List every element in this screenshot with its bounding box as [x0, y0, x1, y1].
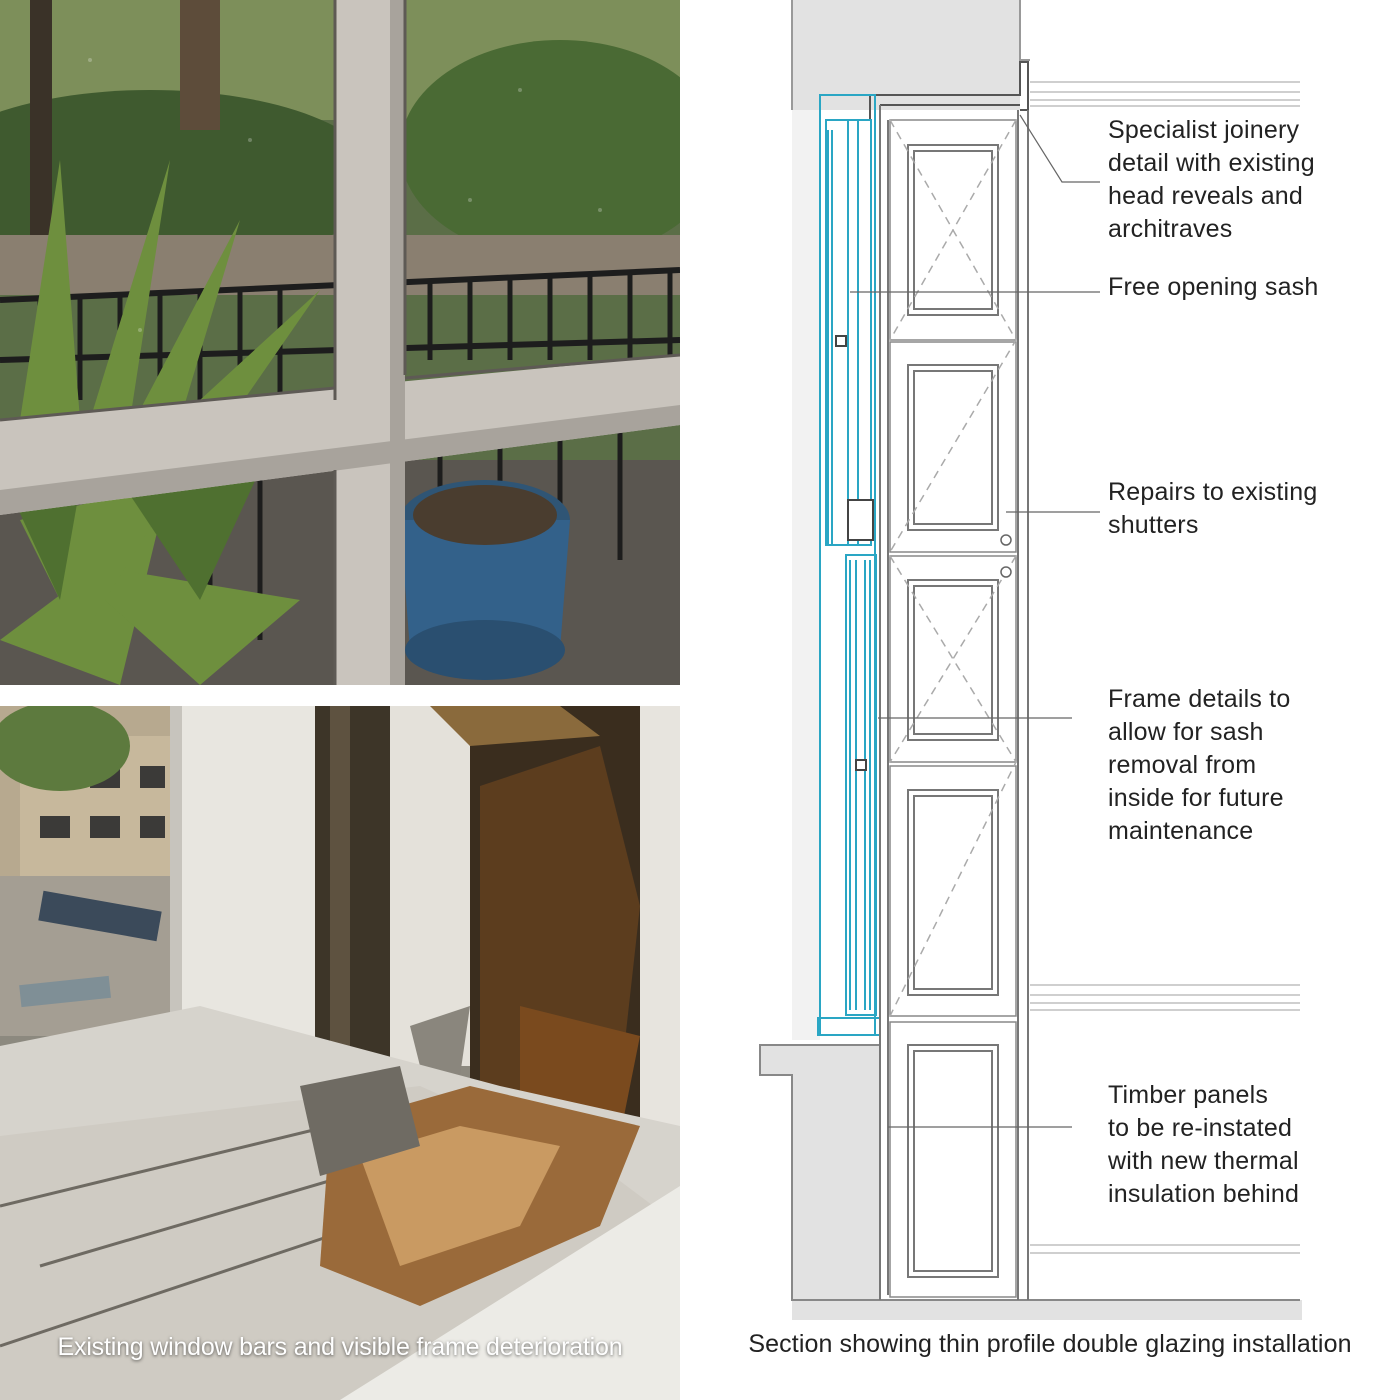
note-specialist-joinery: Specialist joinery detail with existing … [1108, 116, 1315, 243]
meeting-rail [847, 499, 874, 541]
note-frame-details: Frame details to allow for sash removal … [1108, 685, 1291, 845]
note-repairs-shutters: Repairs to existing shutters [1108, 478, 1318, 539]
frame-deterioration-photo: Existing window bars and visible frame d… [0, 706, 680, 1400]
leader-lines [850, 114, 1100, 1128]
sash-glazing [817, 94, 881, 1036]
window-bars-image [0, 0, 680, 685]
window-bars-photo [0, 0, 680, 685]
frame-deterioration-image [0, 706, 680, 1400]
section-caption: Section showing thin profile double glaz… [748, 1330, 1352, 1358]
section-drawing [759, 0, 1302, 1320]
sill-wall [759, 1044, 881, 1301]
architrave-lines [1030, 81, 1300, 1254]
note-free-opening-sash: Free opening sash [1108, 273, 1319, 301]
head-wall [792, 0, 1020, 110]
note-timber-panels: Timber panels to be re-instated with new… [1108, 1081, 1300, 1208]
shutters [889, 119, 1017, 1298]
photo-caption: Existing window bars and visible frame d… [57, 1333, 623, 1361]
floor [792, 1300, 1302, 1320]
head-joinery [869, 61, 1029, 120]
